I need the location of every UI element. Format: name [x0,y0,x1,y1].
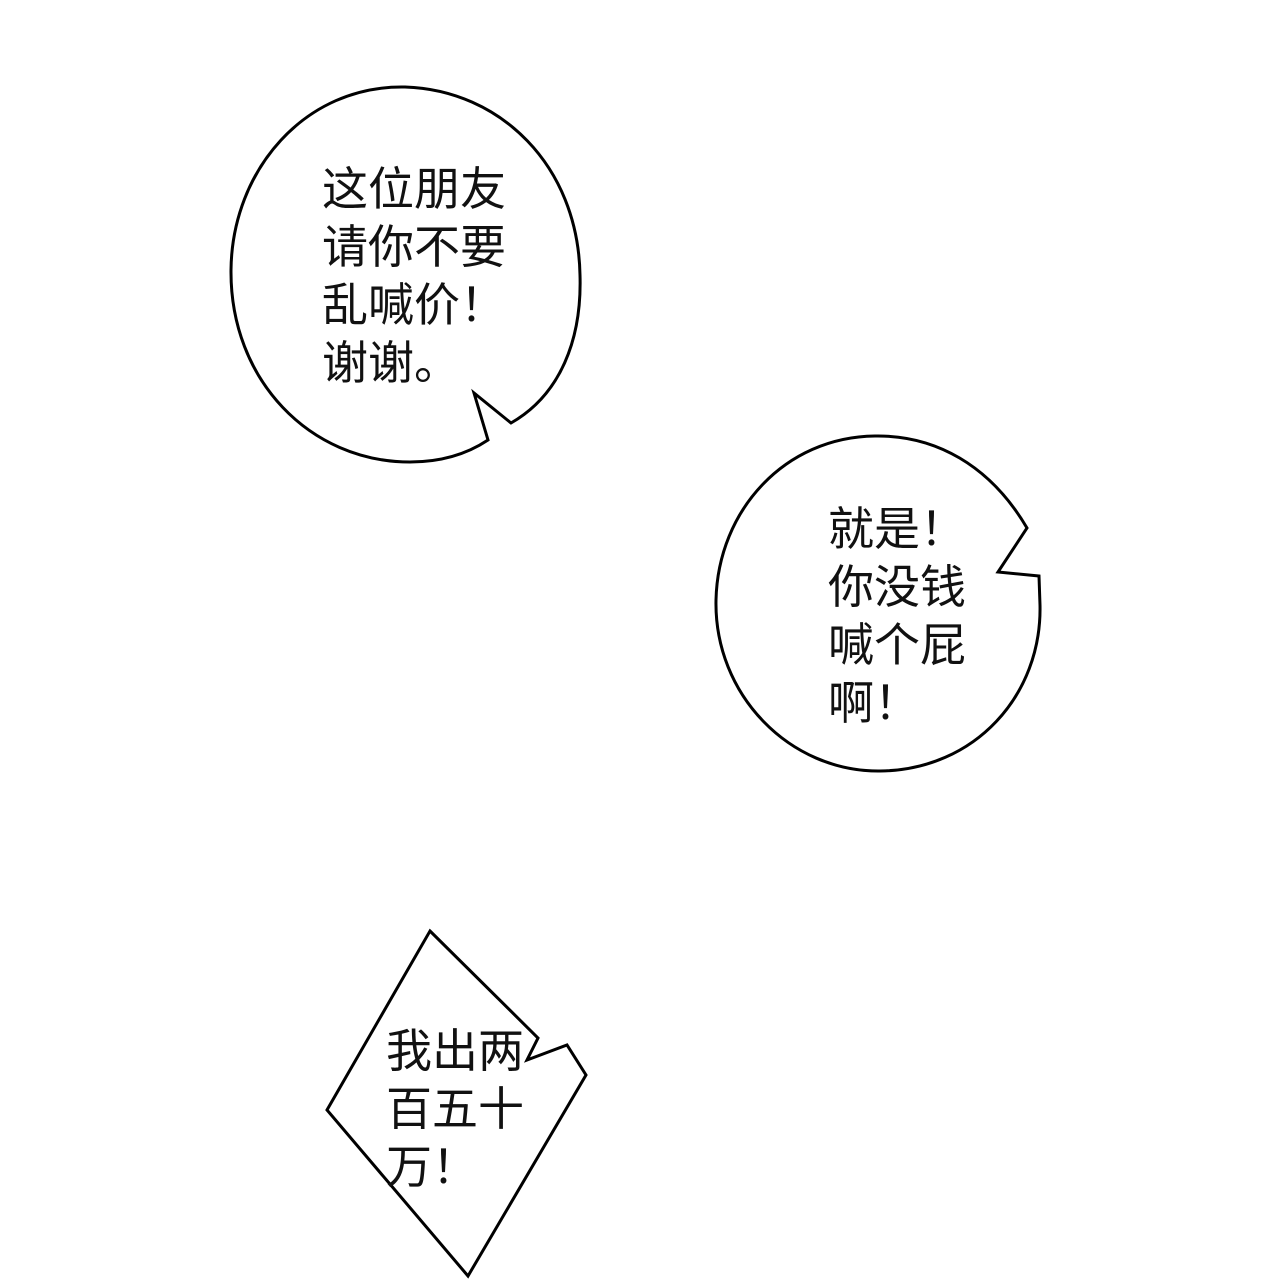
bubble-1-line: 乱喊价！ [322,278,506,332]
bubble-2-line: 喊个屁 [828,618,966,672]
speech-bubble-1-outline [229,85,582,464]
shout-bubble-3-text: 我出两 百五十 万！ [386,1022,524,1196]
bubble-2-line: 就是！ [828,502,966,556]
bubble-1-line: 谢谢。 [322,336,460,390]
bubble-1-line: 这位朋友 [322,162,506,216]
shout-bubble-3-outline [325,928,588,1279]
bubble-3-line: 百五十 [386,1082,524,1136]
bubble-2-line: 啊！ [828,676,920,730]
speech-bubble-2-text: 就是！ 你没钱 喊个屁 啊！ [828,500,966,732]
bubble-1-line: 请你不要 [322,220,506,274]
speech-bubble-2-outline [714,434,1042,773]
bubble-3-line: 我出两 [386,1024,524,1078]
bubble-2-line: 你没钱 [828,560,966,614]
speech-bubble-1-text: 这位朋友 请你不要 乱喊价！ 谢谢。 [322,160,506,392]
bubble-3-line: 万！ [386,1140,478,1194]
